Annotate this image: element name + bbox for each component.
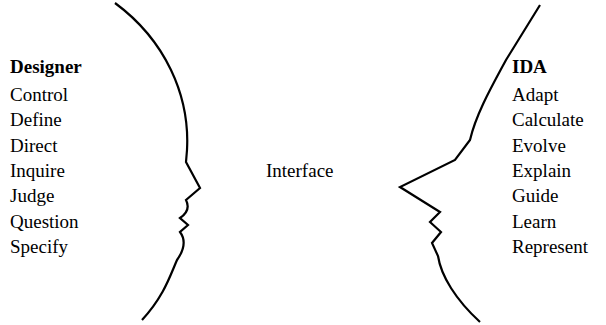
designer-action: Question [10,211,79,233]
group-heading: IDA [512,56,547,78]
ida-action: Represent [512,236,588,258]
center-label: Interface [266,160,334,182]
ida-action: Learn [512,211,556,233]
designer-action: Specify [10,236,68,258]
ida-action: Calculate [512,109,584,131]
designer-action: Direct [10,135,57,157]
designer-profile [115,3,200,320]
ida-action: Evolve [512,135,566,157]
group-heading: Designer [10,56,82,78]
ida-action: Guide [512,185,558,207]
designer-action: Control [10,84,68,106]
ida-action: Adapt [512,84,558,106]
designer-action: Judge [10,185,54,207]
designer-action: Define [10,109,62,131]
ida-action: Explain [512,160,571,182]
designer-action: Inquire [10,160,65,182]
